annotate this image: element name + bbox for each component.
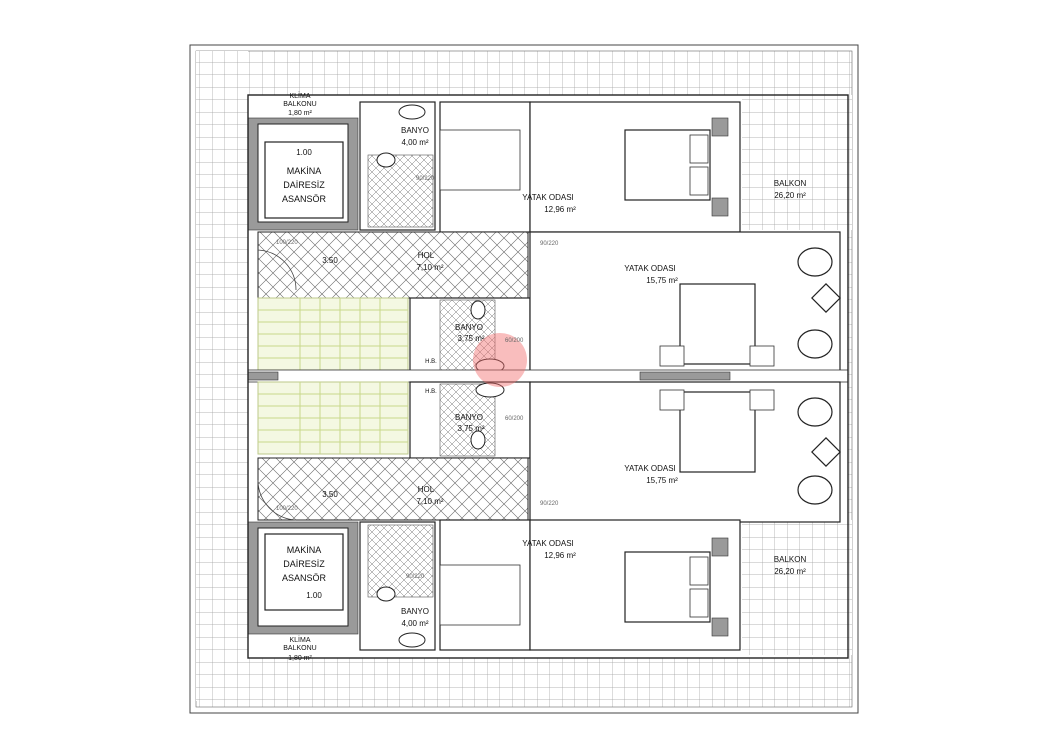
level-bottom-hol: 3.50 [322,490,338,499]
hol-bottom-area: 7,10 m² [416,497,443,506]
door-bottom-bath: 90/220 [406,574,425,580]
hall-bottom [257,457,529,521]
level-bottom-makina: 1.00 [306,591,322,600]
door-bottom-elevator: 100/220 [276,506,298,512]
hb-bottom: H.B. [425,389,437,395]
banyo-small-bottom-area: 3,75 m² [457,424,484,433]
hb-top: H.B. [425,359,437,365]
door-top-bedroom: 90/220 [540,241,559,247]
klima-balkonu-top-area: 1,80 m² [288,110,312,117]
makina-bottom-line1: MAKİNA [287,545,322,555]
balkon-bottom-area: 26,20 m² [774,567,806,576]
door-top-bath-small: 60/200 [505,338,524,344]
banyo-small-top-area: 3,75 m² [457,334,484,343]
makina-bottom-line3: ASANSÖR [282,573,327,583]
yatak-bottom-name: YATAK ODASI [522,539,574,548]
yatak-big-bottom-name: YATAK ODASI [624,464,676,473]
banyo-top-area: 4,00 m² [401,138,428,147]
makina-top-line3: ASANSÖR [282,194,327,204]
makina-top-line2: DAİRESİZ [283,180,325,190]
toilet-icon [376,152,396,168]
banyo-top-name: BANYO [401,126,429,135]
yatak-big-top-area: 15,75 m² [646,276,678,285]
klima-balkonu-bottom-area: 1,80 m² [288,655,312,662]
banyo-bottom-name: BANYO [401,607,429,616]
hall-top [257,231,529,299]
door-top-bath: 90/220 [416,176,435,182]
yatak-big-top-name: YATAK ODASI [624,264,676,273]
sink-icon [398,104,426,120]
balkon-top-name: BALKON [774,179,807,188]
balkon-top-area: 26,20 m² [774,191,806,200]
armchair-icon [797,247,841,359]
door-bottom-bath-small: 60/200 [505,416,524,422]
klima-balkonu-bottom-line1: KLİMA [289,635,310,644]
level-top-makina: 1.00 [296,148,312,157]
banyo-small-top-name: BANYO [455,323,483,332]
level-top-hol: 3.50 [322,256,338,265]
yatak-bottom-area: 12,96 m² [544,551,576,560]
door-top-elevator: 100/220 [276,240,298,246]
yatak-top-name: YATAK ODASI [522,193,574,202]
klima-balkonu-top-line1: KLİMA [289,91,310,100]
balcony-top-tiles [742,95,852,230]
klima-balkonu-bottom-line2: BALKONU [283,645,316,652]
yatak-top-area: 12,96 m² [544,205,576,214]
highlight-marker [473,333,527,387]
balcony-bottom-tiles [742,520,852,655]
balkon-bottom-name: BALKON [774,555,807,564]
yatak-big-bottom-area: 15,75 m² [646,476,678,485]
klima-balkonu-top-line2: BALKONU [283,101,316,108]
hol-top-name: HOL [418,251,435,260]
banyo-small-bottom-name: BANYO [455,413,483,422]
banyo-bottom-area: 4,00 m² [401,619,428,628]
hol-top-area: 7,10 m² [416,263,443,272]
hol-bottom-name: HOL [418,485,435,494]
makina-top-line1: MAKİNA [287,166,322,176]
makina-bottom-line2: DAİRESİZ [283,559,325,569]
door-bottom-bedroom: 90/220 [540,501,559,507]
